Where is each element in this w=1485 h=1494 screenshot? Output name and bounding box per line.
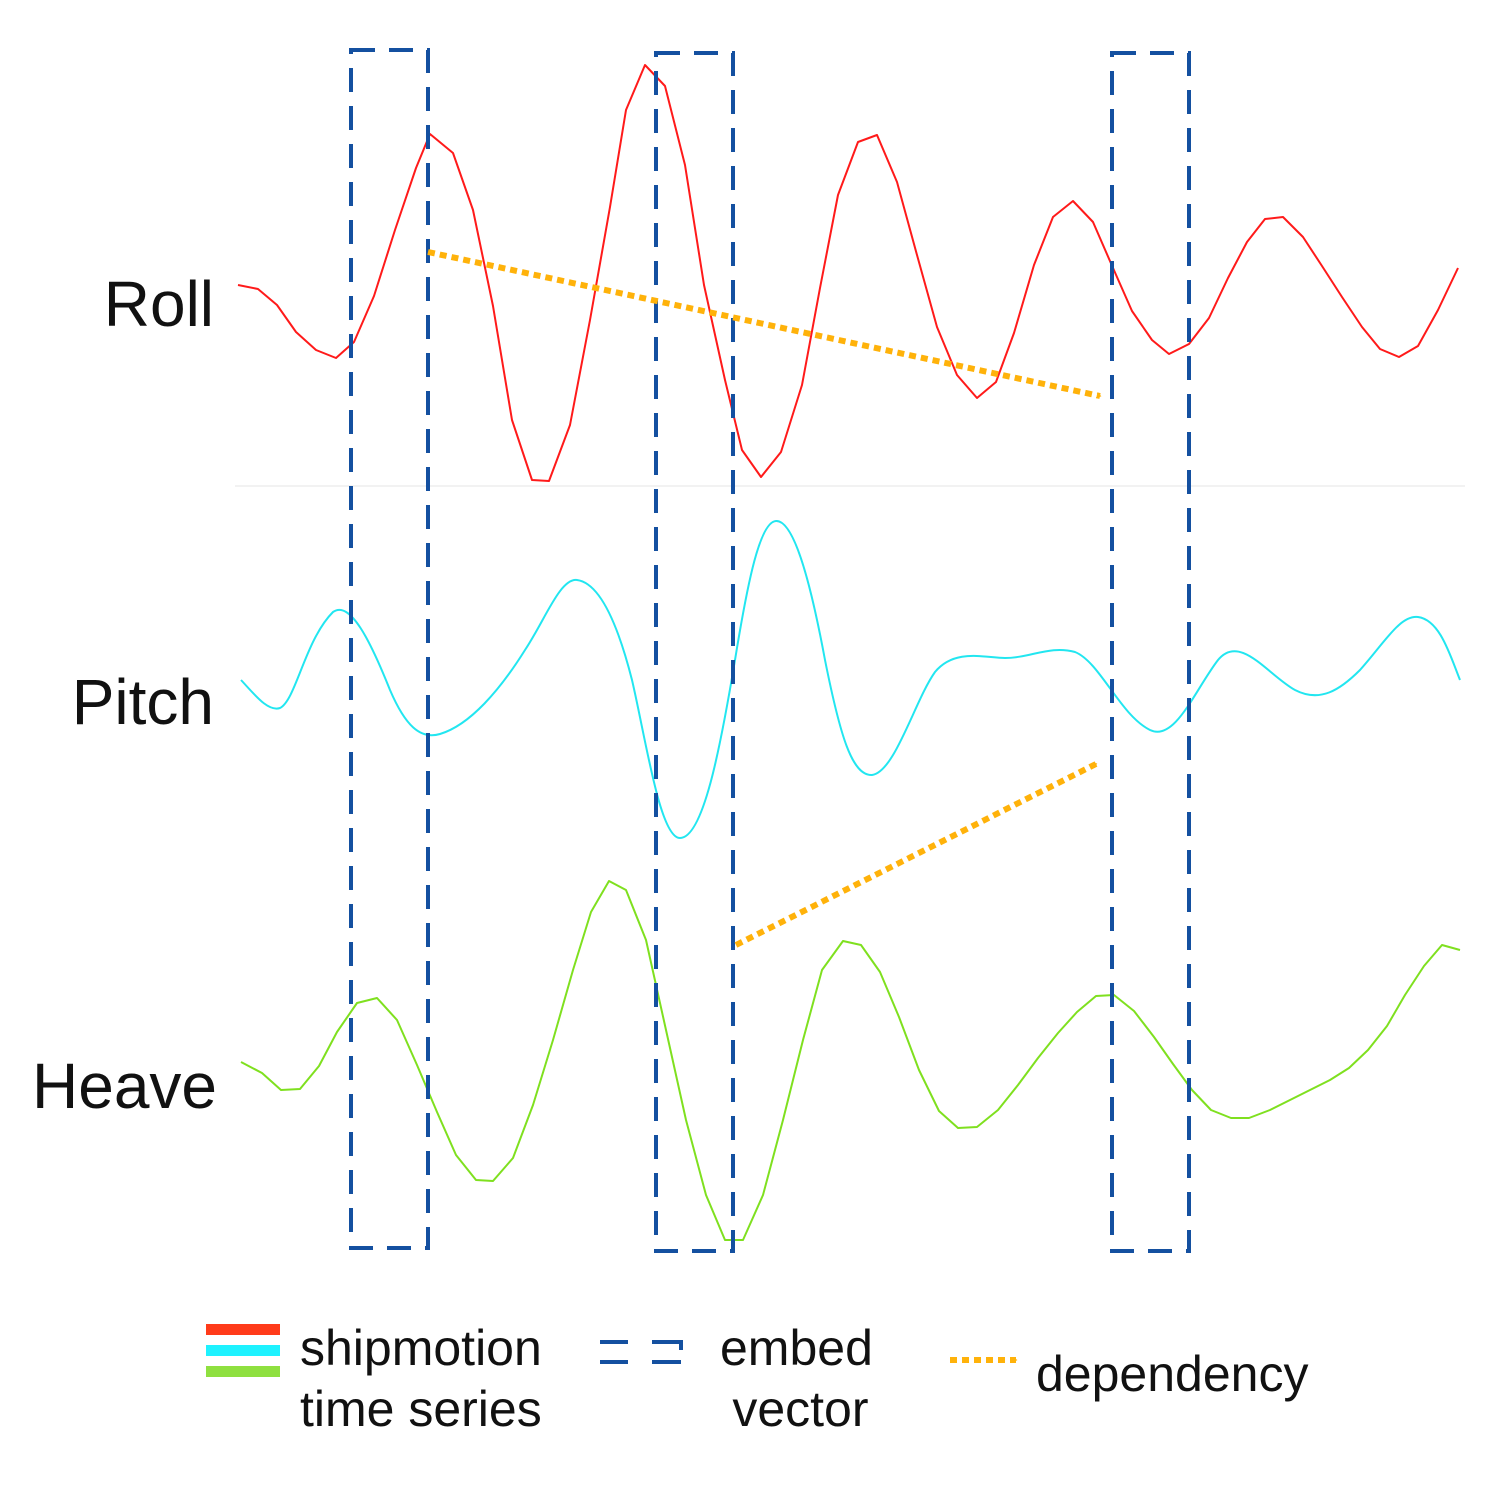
legend-swatch-pitch: [206, 1345, 280, 1356]
legend-series-line2: time series: [300, 1381, 542, 1437]
pitch-series-line: [240, 519, 1461, 840]
legend-embed-swatch: [600, 1340, 683, 1364]
pitch-label: Pitch: [71, 666, 214, 738]
legend-series-swatch: [206, 1324, 280, 1377]
embed-vector-box-3: [1110, 51, 1191, 1253]
legend-embed-line1: embed: [720, 1320, 873, 1376]
embed-vector-box-1: [349, 48, 430, 1250]
legend-embed-text: embed vector: [720, 1318, 873, 1440]
roll-label: Roll: [103, 268, 214, 340]
legend-series-line1: shipmotion: [300, 1320, 542, 1376]
embed-vector-box-2: [654, 51, 735, 1253]
legend-series-text: shipmotion time series: [300, 1318, 542, 1440]
legend-swatch-heave: [206, 1366, 280, 1377]
legend-embed-line2: vector: [732, 1381, 869, 1437]
legend-swatch-roll: [206, 1324, 280, 1335]
legend-dependency-text: dependency: [1036, 1346, 1309, 1402]
heave-label: Heave: [32, 1050, 217, 1122]
dependency-arrow-roll: [427, 249, 1100, 399]
dependency-arrow-heave: [734, 761, 1098, 948]
heave-series-line: [240, 880, 1461, 1241]
legend-embed-swatch-path: [600, 1340, 683, 1364]
roll-series-line: [237, 64, 1459, 482]
